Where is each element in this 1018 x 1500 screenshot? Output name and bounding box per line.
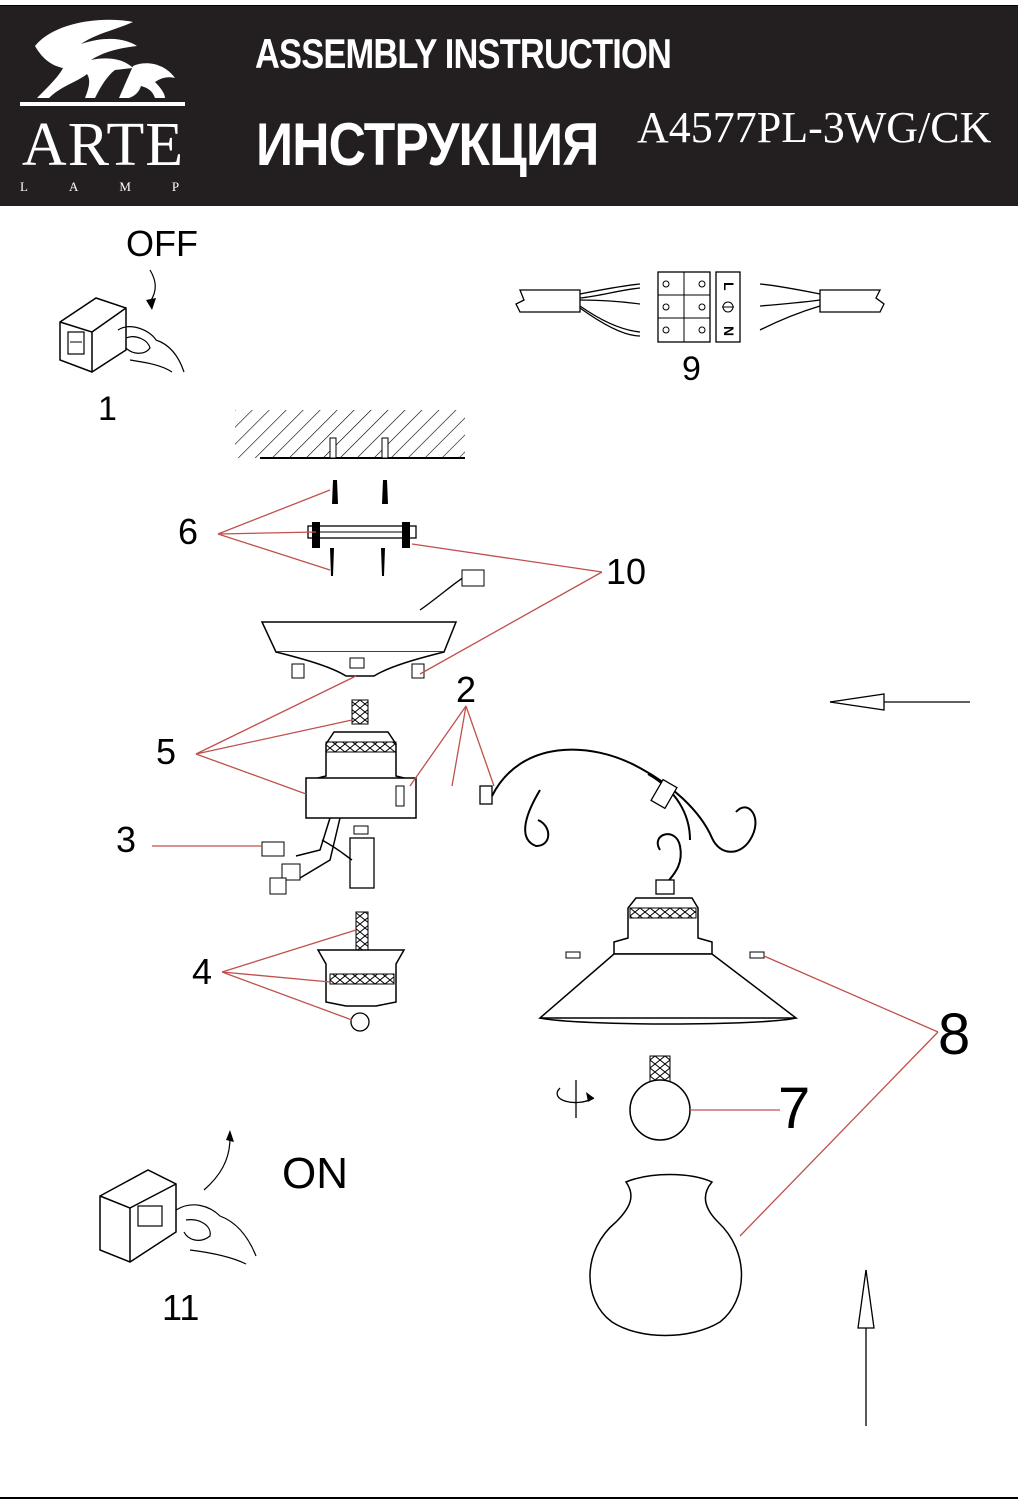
header-banner: ARTE LAMP ASSEMBLY INSTRUCTION ИНСТРУКЦИ… bbox=[0, 5, 1018, 206]
step-4-label: 4 bbox=[192, 951, 213, 992]
title-english: ASSEMBLY INSTRUCTION bbox=[255, 30, 672, 77]
left-arrow-icon bbox=[829, 693, 970, 711]
step-2-label: 2 bbox=[456, 669, 477, 710]
terminal-mark-l: L bbox=[721, 282, 737, 291]
leader-lines bbox=[152, 489, 939, 1237]
terminal-block-wiring bbox=[515, 271, 885, 343]
terminal-mark-n: N bbox=[721, 326, 737, 336]
winged-lion-logo-icon bbox=[20, 19, 185, 106]
socket-holder bbox=[316, 911, 406, 1032]
step-7-label: 7 bbox=[778, 1076, 811, 1141]
step-6-label: 6 bbox=[178, 511, 199, 552]
glass-globe bbox=[589, 1173, 743, 1337]
lamp-shade bbox=[537, 897, 799, 1025]
step-11-label: 11 bbox=[162, 1287, 200, 1328]
screws-and-dowels bbox=[330, 480, 388, 576]
title-russian: ИНСТРУКЦИЯ bbox=[256, 111, 599, 178]
step-8-label: 8 bbox=[938, 1002, 971, 1067]
brand-subtitle: LAMP bbox=[20, 179, 221, 194]
mounting-bar bbox=[307, 522, 417, 548]
step-3-label: 3 bbox=[116, 819, 137, 860]
step-1-label: 1 bbox=[98, 390, 117, 428]
brand-name: ARTE bbox=[21, 111, 185, 179]
step-5-label: 5 bbox=[156, 731, 177, 772]
lamp-body bbox=[305, 699, 417, 819]
ceiling-icon bbox=[235, 410, 465, 459]
off-label: OFF bbox=[126, 223, 198, 264]
step-10-label: 10 bbox=[606, 551, 647, 592]
switch-on-icon bbox=[99, 1130, 257, 1265]
on-label: ON bbox=[282, 1149, 348, 1198]
canopy bbox=[260, 569, 485, 679]
up-arrow-icon bbox=[857, 1269, 875, 1426]
light-bulb-icon bbox=[556, 1055, 691, 1141]
lamp-arm bbox=[479, 748, 757, 895]
model-number: A4577PL-3WG/CK bbox=[637, 103, 992, 152]
bottom-border bbox=[0, 1497, 1018, 1499]
step-9-label: 9 bbox=[682, 350, 701, 388]
switch-off-icon bbox=[59, 269, 185, 373]
socket-wires bbox=[261, 817, 375, 895]
